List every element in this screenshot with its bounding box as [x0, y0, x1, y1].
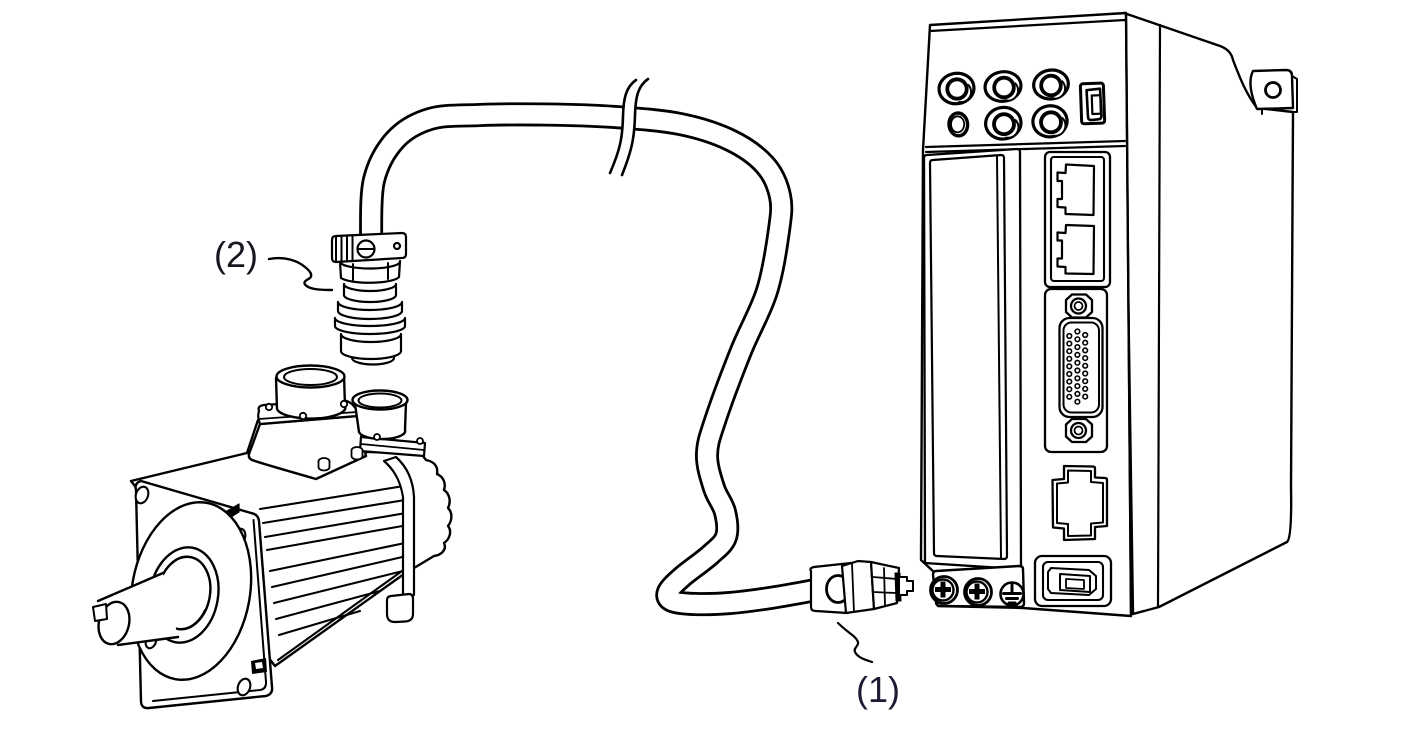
- svg-text:(2): (2): [214, 234, 258, 275]
- svg-text:(1): (1): [856, 669, 900, 710]
